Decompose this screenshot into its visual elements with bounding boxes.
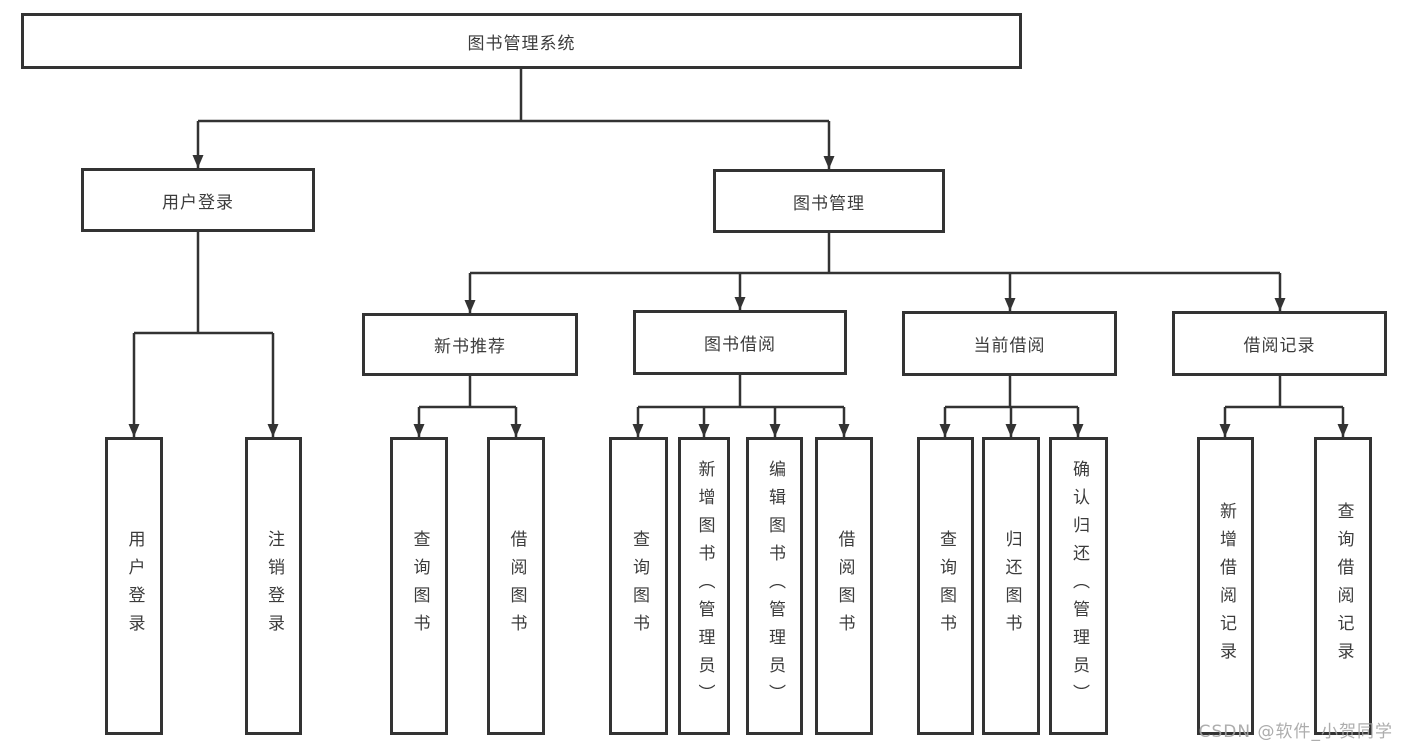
node-logout-label: 注销登录 <box>264 530 284 642</box>
node-records-add-record: 新增借阅记录 <box>1197 437 1254 735</box>
node-recommend-query-books: 查询图书 <box>390 437 448 735</box>
node-current-confirm-return-admin: 确认归还（管理员） <box>1049 437 1108 735</box>
node-borrow-edit-books-admin: 编辑图书（管理员） <box>746 437 803 735</box>
node-records-add-record-label: 新增借阅记录 <box>1216 502 1236 670</box>
node-new-book-recommend-label: 新书推荐 <box>434 337 506 357</box>
node-user-login: 用户登录 <box>81 168 315 232</box>
node-book-borrow-label: 图书借阅 <box>704 335 776 355</box>
node-recommend-borrow-books: 借阅图书 <box>487 437 545 735</box>
node-current-query-books-label: 查询图书 <box>936 530 956 642</box>
node-borrow-edit-books-admin-label: 编辑图书（管理员） <box>765 460 785 712</box>
node-recommend-query-books-label: 查询图书 <box>409 530 430 642</box>
node-root-label: 图书管理系统 <box>467 33 576 54</box>
node-login: 用户登录 <box>105 437 163 735</box>
node-borrow-add-books-admin-label: 新增图书（管理员） <box>694 460 715 712</box>
node-records-query-record-label: 查询借阅记录 <box>1333 502 1354 670</box>
node-user-login-label: 用户登录 <box>162 192 234 213</box>
node-current-borrow-label: 当前借阅 <box>973 336 1046 356</box>
node-book-management: 图书管理 <box>713 169 945 233</box>
node-records-query-record: 查询借阅记录 <box>1314 437 1372 735</box>
node-book-management-label: 图书管理 <box>793 193 865 214</box>
node-root: 图书管理系统 <box>21 13 1022 69</box>
node-current-return-books-label: 归还图书 <box>1001 530 1022 642</box>
node-current-borrow: 当前借阅 <box>902 311 1117 376</box>
node-current-return-books: 归还图书 <box>982 437 1040 735</box>
node-borrow-borrow-books-label: 借阅图书 <box>834 530 855 642</box>
node-borrow-add-books-admin: 新增图书（管理员） <box>678 437 730 735</box>
connector-trunks <box>134 69 1343 409</box>
node-borrow-records-label: 借阅记录 <box>1243 336 1316 356</box>
node-borrow-query-books-label: 查询图书 <box>629 530 649 642</box>
node-book-borrow: 图书借阅 <box>633 310 847 375</box>
watermark: CSDN @软件_小贺同学 <box>1198 722 1393 742</box>
node-logout: 注销登录 <box>245 437 302 735</box>
node-recommend-borrow-books-label: 借阅图书 <box>506 530 527 642</box>
node-login-label: 用户登录 <box>124 530 145 642</box>
node-new-book-recommend: 新书推荐 <box>362 313 578 376</box>
node-borrow-query-books: 查询图书 <box>609 437 668 735</box>
node-borrow-borrow-books: 借阅图书 <box>815 437 873 735</box>
node-borrow-records: 借阅记录 <box>1172 311 1387 376</box>
node-current-confirm-return-admin-label: 确认归还（管理员） <box>1069 460 1089 712</box>
node-current-query-books: 查询图书 <box>917 437 974 735</box>
